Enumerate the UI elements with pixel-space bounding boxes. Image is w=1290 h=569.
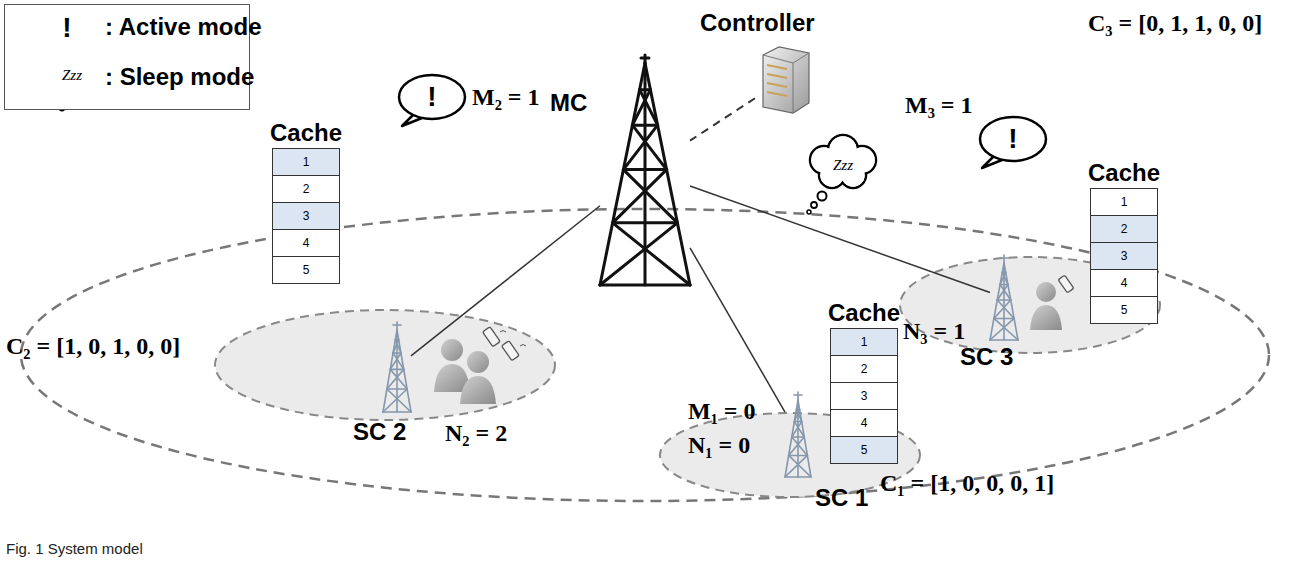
cache-vector: C₂ = [1, 0, 1, 0, 0] — [6, 333, 180, 360]
cell-name: SC 3 — [960, 343, 1013, 371]
sleep-mark: Zzz — [62, 67, 82, 84]
cache-heading: Cache — [270, 119, 342, 147]
mode-mark: ! — [1008, 123, 1017, 155]
user-count: N₃ = 1 — [903, 318, 965, 345]
cache-slot: 4 — [272, 229, 340, 257]
tower-icon — [990, 255, 1018, 340]
cache-vector: C₃ = [0, 1, 1, 0, 0] — [1088, 10, 1262, 37]
figure-caption: Fig. 1 System model — [6, 540, 143, 557]
users — [434, 327, 526, 404]
cache-slot: 5 — [272, 256, 340, 284]
cache-table: Cache12345 — [830, 300, 898, 463]
active-bubble — [399, 75, 465, 126]
user-count: N₂ = 2 — [445, 420, 507, 447]
sleep-mark: Zzz — [833, 157, 853, 174]
cache-slot: 1 — [1090, 188, 1158, 216]
user-count: N₁ = 0 — [688, 432, 750, 459]
cell-name: SC 1 — [815, 484, 868, 512]
cell-name: SC 2 — [353, 418, 406, 446]
cache-slot: 5 — [1090, 296, 1158, 324]
cell-name: MC — [550, 89, 587, 117]
cell-tower: MC — [600, 55, 690, 285]
active-bubble — [980, 117, 1046, 168]
cache-vector: C₁ = [1, 0, 0, 0, 1] — [880, 470, 1054, 497]
cache-slot: 3 — [272, 202, 340, 230]
server-icon — [755, 45, 811, 115]
cache-table: Cache12345 — [1090, 160, 1158, 323]
user — [1030, 275, 1074, 330]
controller-name: Controller — [700, 9, 815, 37]
cache-slot: 2 — [272, 175, 340, 203]
backhaul-link — [690, 248, 785, 412]
cache-slot: 4 — [1090, 269, 1158, 297]
cache-slot: 2 — [830, 355, 898, 383]
sc2-coverage — [215, 310, 555, 420]
tower-icon — [600, 55, 690, 285]
backhaul-link — [690, 186, 990, 293]
cell-tower: SC 3 — [990, 255, 1018, 340]
cache-slot: 2 — [1090, 215, 1158, 243]
cache-table: Cache12345 — [272, 120, 340, 283]
mode-mark: ! — [427, 81, 436, 113]
cache-slot: 1 — [830, 328, 898, 356]
active-count: M₁ = 0 — [688, 398, 756, 425]
legend-text: : Active mode — [105, 13, 261, 41]
tower-icon — [785, 392, 811, 477]
cache-heading: Cache — [828, 299, 900, 327]
cell-tower: SC 2 — [383, 322, 411, 412]
cache-slot: 5 — [830, 436, 898, 464]
sc3-coverage — [900, 257, 1160, 353]
tower-icon — [383, 322, 411, 412]
legend-box: : Active mode: Sleep mode — [4, 4, 250, 110]
mode-mark: ! — [62, 12, 71, 44]
sleep-bubble — [807, 135, 876, 214]
active-count: M₂ = 1 — [472, 84, 540, 111]
cell-tower: SC 1 — [785, 392, 811, 477]
cache-slot: 1 — [272, 148, 340, 176]
cache-slot: 3 — [1090, 242, 1158, 270]
backhaul-link — [690, 98, 755, 140]
backhaul-link — [411, 206, 600, 356]
legend-text: : Sleep mode — [105, 63, 254, 91]
cache-slot: 3 — [830, 382, 898, 410]
cache-heading: Cache — [1088, 159, 1160, 187]
active-count: M₃ = 1 — [905, 92, 973, 119]
cache-slot: 4 — [830, 409, 898, 437]
controller-node: Controller — [755, 45, 811, 115]
